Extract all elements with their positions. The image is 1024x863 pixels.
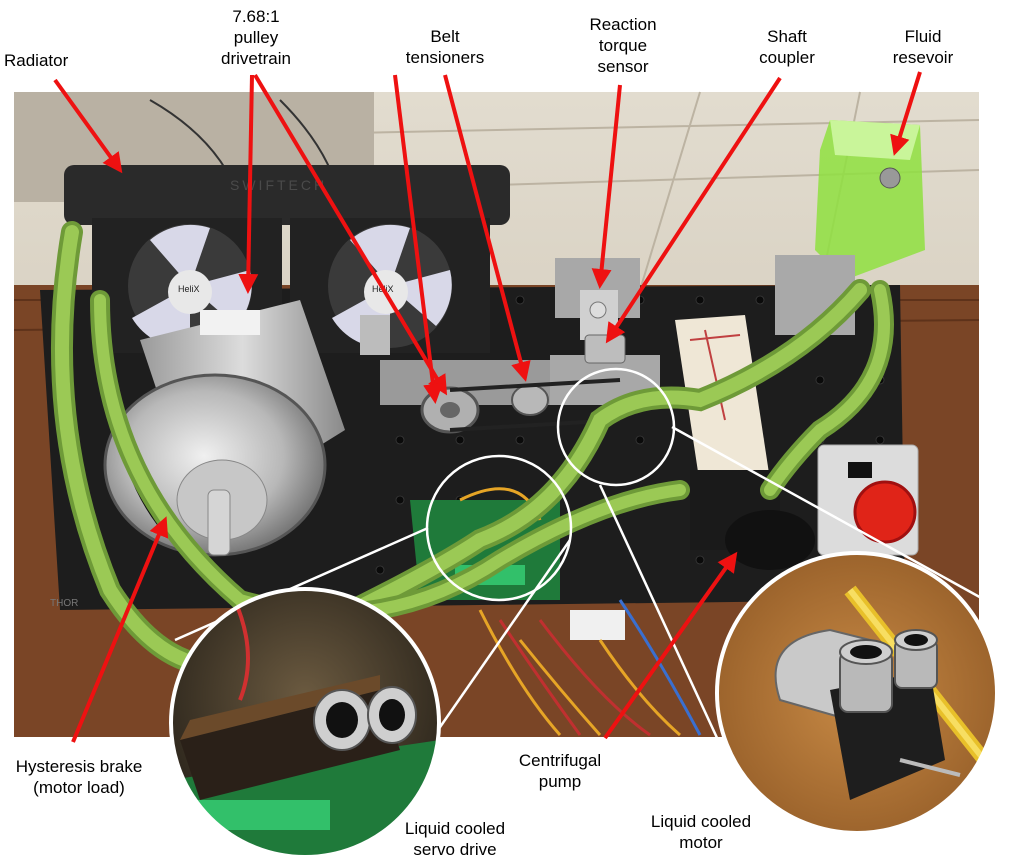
arrow-pump [603, 551, 738, 740]
hysteresis-brake [103, 300, 345, 564]
label-shaft-line-1: Shaft [767, 27, 807, 46]
servo-fittings [313, 686, 417, 751]
arrow-brake [71, 516, 169, 743]
arrow-pulley-left [238, 74, 259, 294]
label-servo-line-2: servo drive [413, 840, 497, 859]
label-servo-line-1: Liquid cooled [404, 819, 506, 838]
label-torque-line-1: Reaction [589, 15, 657, 34]
callout-arrows [53, 71, 922, 743]
label-belt-line-2: tensioners [405, 48, 485, 67]
arrow-radiator [53, 78, 123, 174]
label-pump-line-2: pump [538, 772, 582, 791]
arrow-tensioner-right [443, 74, 531, 382]
motor-fittings [839, 629, 938, 713]
label-hysteresis-brake: Hysteresis brake (motor load) [4, 756, 154, 798]
label-pulley-drivetrain: 7.68:1 pulley drivetrain [196, 6, 316, 69]
label-liquid-cooled-motor: Liquid cooled motor [636, 811, 766, 853]
label-brake-line-1: Hysteresis brake [15, 757, 143, 776]
label-fluid-line-1: Fluid [904, 27, 942, 46]
label-pulley-line-1: 7.68:1 [232, 7, 280, 26]
label-belt-tensioners: Belt tensioners [390, 26, 500, 68]
label-servo-drive: Liquid cooled servo drive [390, 818, 520, 860]
label-pump-line-1: Centrifugal [518, 751, 602, 770]
label-fluid-line-2: resevoir [892, 48, 954, 67]
label-fluid-reservoir: Fluid resevoir [878, 26, 968, 68]
arrow-torque-sensor [591, 84, 622, 289]
zoom-source-circles [174, 367, 986, 741]
label-radiator: Radiator [4, 50, 68, 71]
label-centrifugal-pump: Centrifugal pump [505, 750, 615, 792]
label-radiator-line-1: Radiator [4, 51, 69, 70]
label-pulley-line-2: pulley [233, 28, 279, 47]
label-belt-line-1: Belt [430, 27, 460, 46]
label-shaft-coupler: Shaft coupler [742, 26, 832, 68]
radiator-brand-text: SWIFTECH [230, 177, 327, 193]
label-brake-line-2: (motor load) [33, 778, 125, 797]
label-motor-line-2: motor [679, 833, 723, 852]
emergency-stop [817, 444, 919, 556]
label-motor-line-1: Liquid cooled [650, 812, 752, 831]
arrow-pulley-right [253, 73, 448, 396]
arrow-reservoir [890, 71, 922, 156]
label-shaft-line-2: coupler [759, 48, 815, 67]
motor-inset [715, 551, 999, 835]
arrow-tensioner-left [393, 74, 443, 404]
label-reaction-torque-sensor: Reaction torque sensor [573, 14, 673, 77]
label-pulley-line-3: drivetrain [221, 49, 291, 68]
table-brand-text: THOR [50, 598, 78, 609]
label-torque-line-2: torque [598, 36, 648, 55]
label-torque-line-3: sensor [597, 57, 649, 76]
fan-brand-left: HeliX [178, 284, 200, 294]
arrow-shaft-coupler [605, 76, 782, 344]
